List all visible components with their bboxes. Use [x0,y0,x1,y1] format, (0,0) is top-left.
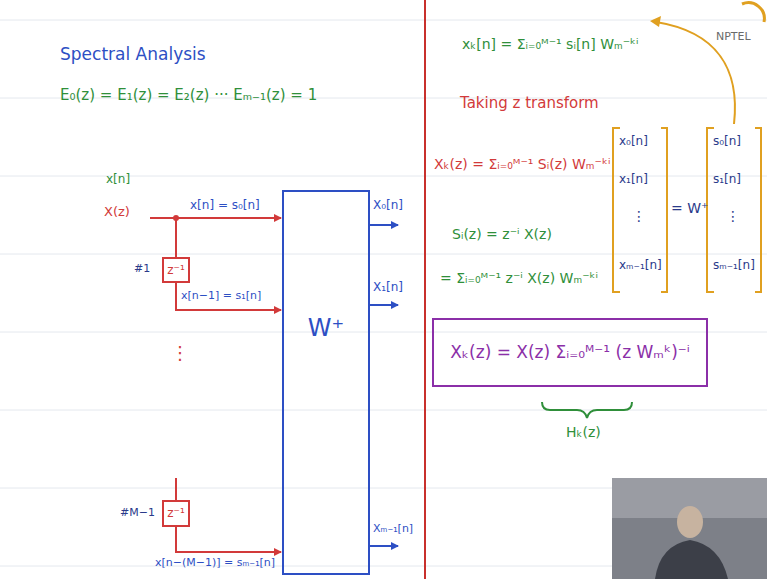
page-title: Spectral Analysis [60,44,206,64]
node-text: z⁻¹ [167,506,184,520]
person-head [677,506,703,538]
equation: = Σᵢ₌₀ᴹ⁻¹ z⁻ⁱ X(z) Wₘ⁻ᵏⁱ [440,270,598,287]
callout-number: #1 [134,262,150,275]
output-wire [370,545,398,547]
matrix-entry: x₁[n] [619,172,648,186]
signal-name: Xₘ₋₁[n] [373,522,413,535]
node-text: z⁻¹ [167,263,184,277]
note: Taking z transform [460,94,599,112]
signal-name: x[n−(M−1)] = sₘ₋₁[n] [155,556,275,569]
signal-name: X(z) [104,204,130,220]
output-wire [370,304,398,306]
ellipsis: ⋮ [171,342,189,364]
signal-name: x[n] = s₀[n] [190,198,260,212]
input-wire [150,217,281,219]
ruled-line [0,254,767,255]
matrix-entry: s₁[n] [713,172,741,186]
ellipsis: ⋮ [632,208,646,225]
result-box: Xₖ(z) = X(z) Σᵢ₌₀ᴹ⁻¹ (z Wₘᵏ)⁻ⁱ [432,318,708,387]
node-text: Xₖ(z) = X(z) Σᵢ₌₀ᴹ⁻¹ (z Wₘᵏ)⁻ⁱ [450,342,690,362]
logo-arc [742,3,764,22]
delay-wire [175,478,177,500]
node-text: W⁺ [308,314,344,343]
ruled-lines [0,20,767,566]
delay-box: z⁻¹ [162,257,190,283]
signal-name: X₁[n] [373,280,403,294]
curly-brace [542,402,632,418]
arrow-head [650,16,661,27]
bracket [755,128,761,292]
watermark: NPTEL [716,30,751,43]
signal-wire [176,283,281,310]
matrix-entry: xₘ₋₁[n] [619,258,662,272]
divider-line [424,0,426,579]
equation: Xₖ(z) = Σᵢ₌₀ᴹ⁻¹ Sᵢ(z) Wₘ⁻ᵏⁱ [434,156,610,173]
equation: E₀(z) = E₁(z) = E₂(z) ··· Eₘ₋₁(z) = 1 [60,86,317,104]
person-body [655,540,728,579]
matrix-brackets [613,128,761,292]
equation: = W⁺ [671,200,708,217]
callout-number: #M−1 [120,506,155,519]
matrix-entry: sₘ₋₁[n] [713,258,755,272]
bracket [613,128,620,292]
output-wire [370,224,398,226]
delay-box: z⁻¹ [162,500,190,527]
signal-name: x[n−1] = s₁[n] [181,289,261,302]
delay-wire [175,218,177,257]
video-frame [612,478,767,579]
matrix-entry: x₀[n] [619,134,648,148]
ruled-line [0,332,767,333]
function-name: Hₖ(z) [566,424,601,441]
bracket [661,128,667,292]
ellipsis: ⋮ [726,208,740,225]
equation: xₖ[n] = Σᵢ₌₀ᴹ⁻¹ sᵢ[n] Wₘ⁻ᵏⁱ [462,36,639,53]
signal-wire [176,527,281,552]
ruled-line [0,410,767,411]
transform-block: W⁺ [282,190,370,575]
video-inset [612,478,767,579]
signal-name: X₀[n] [373,198,403,212]
matrix-entry: s₀[n] [713,134,741,148]
equation: Sᵢ(z) = z⁻ⁱ X(z) [452,226,552,243]
signal-name: x[n] [106,172,130,186]
